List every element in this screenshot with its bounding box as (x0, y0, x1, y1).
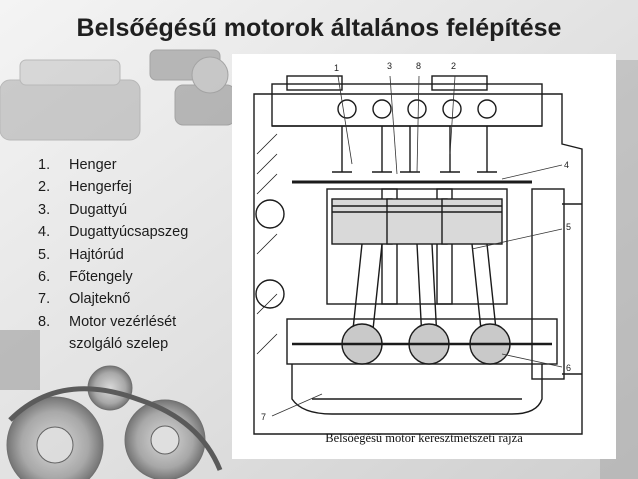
list-item: 7. Olajteknő (38, 288, 188, 310)
engine-drawing (253, 75, 583, 435)
list-item: 1. Henger (38, 154, 188, 176)
callout-4: 4 (564, 160, 569, 170)
list-number: 7. (38, 291, 51, 308)
list-number: 6. (38, 269, 51, 286)
diagram-panel (232, 54, 616, 459)
list-number: 8. (38, 313, 51, 330)
diagram-caption: Belsőégésű motor keresztmetszeti rajza (325, 431, 523, 445)
callout-6: 6 (566, 363, 571, 373)
list-number: 5. (38, 246, 51, 263)
list-number: 4. (38, 224, 51, 241)
list-label: Motor vezérlését (69, 313, 177, 330)
list-label: Dugattyúcsapszeg (69, 224, 189, 241)
list-label-continuation: szolgáló szelep (69, 336, 169, 353)
callout-2: 2 (451, 61, 456, 71)
list-item: 2. Hengerfej (38, 176, 188, 198)
list-item: 3. Dugattyú (38, 199, 188, 221)
list-label: Hajtórúd (69, 246, 124, 263)
list-label: Hengerfej (69, 179, 132, 196)
list-number: 3. (38, 201, 51, 218)
callout-3: 3 (387, 61, 392, 71)
list-label: Henger (69, 157, 117, 173)
list-number: 2. (38, 179, 51, 196)
callout-leaders (271, 75, 563, 417)
list-item: 4. Dugattyúcsapszeg (38, 221, 188, 243)
slide-title: Belsőégésű motorok általános felépítése (76, 14, 562, 42)
callout-5: 5 (566, 222, 571, 232)
engine-cross-section-diagram: 1 3 8 2 4 5 6 7 (232, 54, 616, 459)
list-label: Dugattyú (69, 201, 128, 218)
callout-1: 1 (334, 63, 339, 73)
list-number: 1. (38, 157, 51, 173)
list-item: 8. Motor vezérlését szolgáló szelep (38, 311, 188, 356)
callout-8: 8 (416, 61, 421, 71)
list-label: Főtengely (69, 269, 133, 286)
list-label: Olajteknő (69, 291, 131, 308)
list-item: 6. Főtengely (38, 266, 188, 288)
callout-7: 7 (261, 412, 266, 422)
parts-list: 1. Henger 2. Hengerfej 3. Dugattyú 4. Dugatt… (38, 154, 188, 356)
list-item: 5. Hajtórúd (38, 244, 188, 266)
